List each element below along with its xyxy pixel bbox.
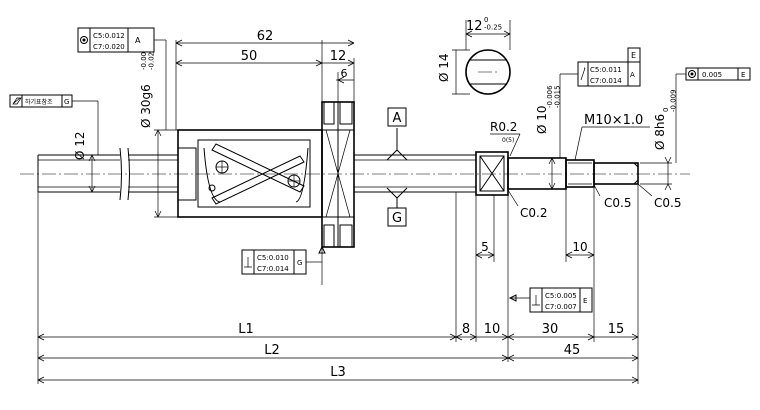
svg-text:G: G — [64, 98, 69, 106]
tol-frame-concentric-end: 0.005 E — [675, 67, 751, 163]
screw-shaft — [37, 147, 178, 201]
svg-text:C5:0.005: C5:0.005 — [545, 292, 577, 300]
nut-dia-tol: -0.007-0.020 — [140, 47, 156, 70]
key-width-tol: 0-0.25 — [484, 16, 502, 32]
svg-text:C7:0.014: C7:0.014 — [257, 265, 289, 273]
dim-30: 30 — [542, 322, 559, 337]
dim-6: 6 — [341, 67, 348, 80]
dim-12: 12 — [330, 49, 347, 64]
end-dia-tol: 0-0.009 — [662, 89, 678, 112]
tol-frame-perp-shoulder: C5:0.005 C7:0.007 E — [508, 287, 593, 313]
svg-text:C5:0.011: C5:0.011 — [590, 66, 622, 74]
chamfer-c02: C0.2 — [520, 206, 547, 220]
dim-8: 8 — [462, 322, 470, 337]
small-dimensions: 5 10 — [475, 187, 595, 262]
chamfer-c05-b: C0.5 — [654, 196, 681, 210]
key-section-view: 12 0-0.25 Ø 14 — [437, 16, 511, 95]
svg-text:A: A — [630, 71, 635, 79]
top-dimensions: 62 50 12 6 — [175, 29, 355, 130]
dim-L2: L2 — [264, 343, 280, 358]
svg-text:C5:0.010: C5:0.010 — [257, 254, 289, 262]
tol-frame-runout-bearing: C5:0.011 C7:0.014 A E — [559, 47, 641, 158]
key-width-dim: 12 — [466, 19, 483, 34]
datum-markers: A G — [386, 107, 408, 227]
tol-frame-flatness: 하기표참조 G — [9, 94, 99, 155]
nut-flange — [321, 101, 355, 248]
dim-5: 5 — [481, 240, 489, 254]
datum-e-label: E — [631, 51, 636, 60]
dim-L1: L1 — [238, 322, 254, 337]
diameter-dimensions: Ø 12 Ø 30g6 -0.007-0.020 Ø 10 -0.006-0.0… — [73, 47, 678, 218]
svg-text:G: G — [297, 259, 302, 267]
tol-frame-runout-nut: C5:0.012 C7:0.020 A — [77, 27, 167, 130]
radius-tol: 0(5) — [502, 137, 514, 144]
radius-callout: R0.2 — [490, 120, 517, 134]
thread-callout: M10×1.0 — [584, 113, 643, 128]
dim-50: 50 — [241, 49, 258, 64]
end-dia-dim: Ø 8h6 — [653, 114, 667, 150]
screw-shaft-right — [354, 154, 476, 193]
key-dia-dim: Ø 14 — [437, 53, 451, 82]
dim-15: 15 — [608, 322, 625, 337]
svg-text:0.005: 0.005 — [702, 71, 722, 79]
overall-dimensions: L1 8 10 30 15 L2 45 L3 — [37, 184, 639, 384]
shaft-dia-dim: Ø 12 — [73, 131, 87, 160]
dim-62: 62 — [257, 29, 274, 44]
bearing-dia-tol: -0.006-0.015 — [546, 85, 562, 108]
nut-dia-dim: Ø 30g6 — [139, 84, 153, 128]
svg-text:C7:0.007: C7:0.007 — [545, 303, 577, 311]
dim-10: 10 — [484, 322, 501, 337]
svg-text:C5:0.012: C5:0.012 — [93, 32, 125, 40]
tol-frame-perp-flange: C5:0.010 C7:0.014 G — [241, 245, 326, 285]
svg-text:E: E — [741, 71, 745, 79]
callouts: M10×1.0 R0.2 0(5) C0.2 C0.5 C0.5 — [490, 113, 681, 220]
svg-text:C7:0.014: C7:0.014 — [590, 77, 622, 85]
svg-text:E: E — [583, 297, 587, 305]
ball-nut — [177, 129, 323, 218]
dim-10-thread: 10 — [572, 240, 587, 254]
datum-g-label: G — [392, 211, 402, 226]
datum-a-label: A — [393, 111, 402, 126]
dim-45: 45 — [564, 343, 581, 358]
bearing-dia-dim: Ø 10 — [535, 105, 549, 134]
svg-text:하기표참조: 하기표참조 — [25, 98, 53, 106]
svg-text:A: A — [135, 36, 141, 45]
chamfer-c05-a: C0.5 — [604, 196, 631, 210]
dim-L3: L3 — [330, 365, 346, 380]
svg-text:C7:0.020: C7:0.020 — [93, 43, 125, 51]
bearing-journal — [475, 151, 639, 196]
